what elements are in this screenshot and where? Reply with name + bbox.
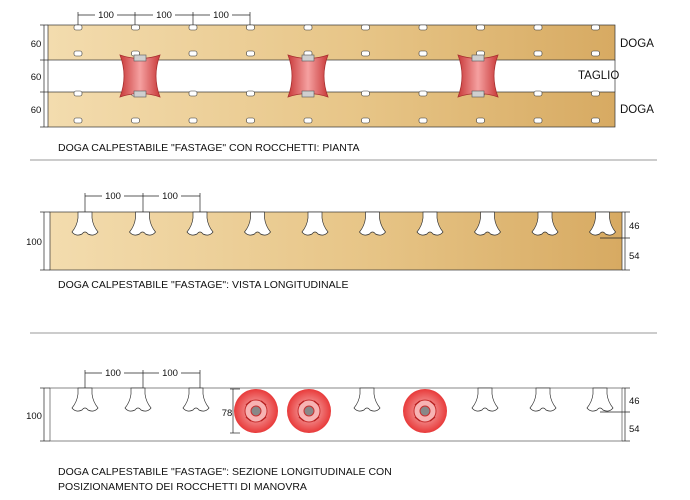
plan-view: 100 100 100: [31, 8, 654, 154]
longitudinal-view: 100 100 100 46 54 DOGA CALPESTABILE "FAS…: [26, 190, 640, 291]
plan-slot: [533, 117, 543, 124]
plan-spacing-label-3: 100: [213, 10, 229, 21]
plan-slot: [73, 24, 83, 31]
long-slot-profiles: [71, 211, 616, 236]
plan-slot: [131, 117, 140, 124]
plan-slot: [246, 24, 255, 31]
section-caption-line-1: DOGA CALPESTABILE "FASTAGE": SEZIONE LON…: [58, 466, 392, 478]
slot-groove: [124, 387, 152, 412]
long-spacing-label-1: 100: [105, 191, 121, 202]
plan-slot: [591, 90, 600, 97]
plan-label-doga-top: DOGA: [620, 38, 654, 50]
section-spacing-label-1: 100: [105, 368, 121, 379]
plan-slot: [361, 24, 370, 31]
slot-groove: [416, 211, 444, 236]
slot-groove: [129, 211, 156, 236]
plan-slot: [188, 90, 198, 97]
slot-groove: [474, 211, 501, 236]
slot-groove: [353, 387, 381, 412]
plan-row-dim-3: 60: [31, 105, 42, 116]
plan-plank-bottom: [47, 91, 616, 128]
plan-slot: [188, 117, 198, 124]
plan-slot: [476, 24, 485, 31]
plan-slot: [361, 117, 370, 124]
slot-groove: [359, 211, 386, 236]
plan-slot: [418, 24, 428, 31]
plan-slot: [418, 50, 428, 57]
slot-groove: [589, 211, 616, 236]
plan-roller-3: [457, 54, 499, 98]
section-roller-disc-2: [287, 389, 331, 433]
plan-slot: [591, 50, 600, 57]
plan-spacing-label-1: 100: [98, 10, 114, 21]
section-right-dim-top: 46: [629, 396, 640, 407]
section-roller-dimension-line: [230, 388, 240, 434]
section-roller-disc-3: [403, 389, 447, 433]
plan-roller-2: [287, 54, 329, 98]
plan-slot: [73, 50, 83, 57]
plan-slot: [73, 117, 83, 124]
plan-label-doga-bottom: DOGA: [620, 104, 654, 116]
section-caption-line-2: POSIZIONAMENTO DEI ROCCHETTI DI MANOVRA: [58, 481, 307, 493]
plan-slot: [188, 24, 198, 31]
plan-slot: [303, 117, 313, 124]
plan-row-dim-2: 60: [31, 72, 42, 83]
plan-slot: [131, 24, 140, 31]
slot-groove: [301, 211, 329, 236]
plan-row-dimension-line: [40, 24, 48, 128]
section-roller-disc-1: [234, 389, 278, 433]
plan-slot: [361, 50, 370, 57]
section-spacing-label-2: 100: [162, 368, 178, 379]
long-height-dim: 100: [26, 237, 42, 248]
slot-groove: [529, 387, 557, 412]
slot-groove: [71, 211, 99, 236]
long-right-dimension-line: [600, 211, 630, 271]
section-height-dimension-line: [40, 387, 50, 442]
long-right-dim-top: 46: [629, 221, 640, 232]
plan-row-dim-1: 60: [31, 39, 42, 50]
plan-slot: [591, 117, 600, 124]
plan-slot: [418, 117, 428, 124]
plan-slot: [73, 90, 83, 97]
plan-slot: [476, 117, 485, 124]
plan-slot: [188, 50, 198, 57]
long-right-dim-bottom: 54: [629, 251, 640, 262]
section-right-dimension-line: [600, 387, 630, 442]
plan-slot: [246, 117, 255, 124]
slot-groove: [586, 387, 614, 412]
plan-spacing-label-2: 100: [156, 10, 172, 21]
plan-slot: [533, 90, 543, 97]
slot-groove: [531, 211, 559, 236]
slot-groove: [244, 211, 271, 236]
plan-label-taglio: TAGLIO: [578, 70, 619, 82]
slot-groove: [186, 211, 214, 236]
long-height-dimension-line: [40, 211, 50, 271]
slot-groove: [182, 387, 210, 412]
plan-slot: [246, 50, 255, 57]
plan-slot: [246, 90, 255, 97]
slot-groove: [471, 387, 499, 412]
plan-slot: [533, 24, 543, 31]
plan-slot: [533, 50, 543, 57]
section-view: 100 100 78: [26, 367, 640, 493]
plan-plank-top: [47, 24, 616, 61]
plan-slot: [303, 24, 313, 31]
section-slot-profiles: [71, 387, 614, 412]
plan-roller-1: [119, 54, 161, 98]
slot-groove: [71, 387, 99, 412]
plan-slot: [591, 24, 600, 31]
plan-slot: [361, 90, 370, 97]
long-caption: DOGA CALPESTABILE "FASTAGE": VISTA LONGI…: [58, 279, 348, 291]
section-height-dim: 100: [26, 411, 42, 422]
section-roller-dim: 78: [222, 408, 233, 419]
plan-slot: [418, 90, 428, 97]
plan-caption: DOGA CALPESTABILE "FASTAGE" CON ROCCHETT…: [58, 142, 360, 154]
section-right-dim-bottom: 54: [629, 424, 640, 435]
long-spacing-label-2: 100: [162, 191, 178, 202]
